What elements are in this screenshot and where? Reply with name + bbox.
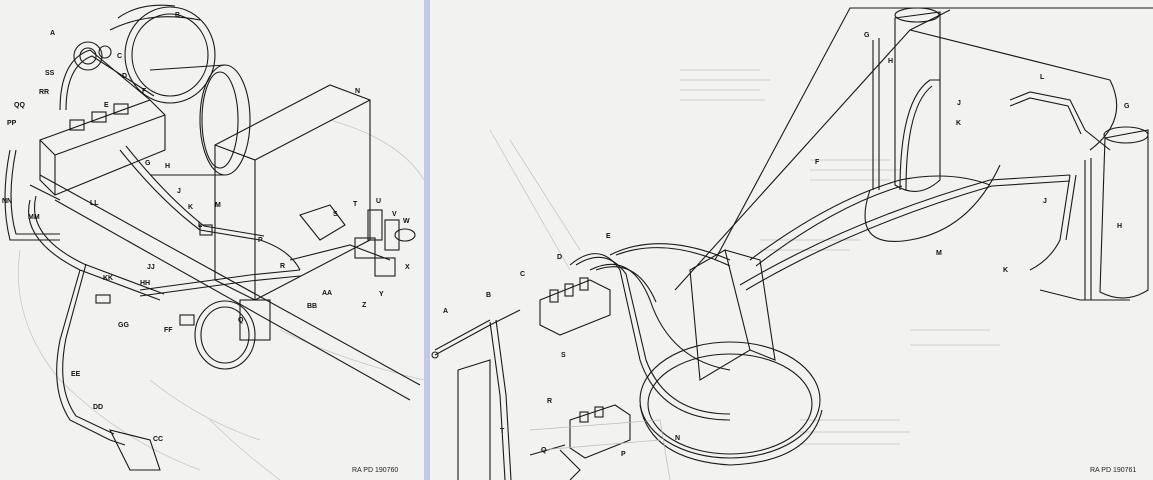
callout-label: D: [557, 254, 563, 261]
callout-label: L: [1040, 74, 1045, 81]
callout-label: J: [957, 100, 961, 107]
callout-label: JJ: [147, 264, 155, 271]
left-diagram-panel: A B C D E F G H J K L M N P Q R S T U V …: [0, 0, 424, 480]
callout-label: G: [145, 160, 151, 167]
callout-label: U: [376, 198, 382, 205]
callout-label: EE: [71, 371, 81, 378]
callout-label: V: [392, 211, 397, 218]
figure-id-right: RA PD 190761: [1090, 467, 1137, 474]
pump-q: [194, 300, 256, 370]
callout-label: BB: [307, 303, 318, 310]
callout-label: M: [936, 250, 942, 257]
callout-label: Y: [379, 291, 384, 298]
reel: [199, 64, 251, 176]
callout-label: H: [888, 58, 894, 65]
callout-label: SS: [45, 70, 55, 77]
callout-label: R: [547, 398, 553, 405]
fitting-cc: [108, 429, 161, 471]
callout-label: K: [188, 204, 194, 211]
callout-label: A: [50, 30, 56, 37]
callout-label: DD: [93, 404, 104, 411]
callout-label: W: [403, 218, 410, 225]
callout-label: QQ: [14, 102, 25, 109]
callout-label: Q: [238, 317, 244, 324]
boom: [714, 7, 1153, 261]
callout-label: H: [165, 163, 171, 170]
callout-label: K: [1003, 267, 1009, 274]
callout-label: R: [280, 263, 286, 270]
callout-label: S: [561, 352, 566, 359]
motor-a: [73, 41, 103, 71]
callout-label: J: [177, 188, 181, 195]
callout-label: FF: [164, 327, 173, 334]
valve-block-d: [539, 279, 611, 336]
callout-label: F: [142, 88, 147, 95]
turntable: [639, 341, 821, 459]
callout-label: Z: [362, 302, 367, 309]
callout-label: P: [621, 451, 626, 458]
callout-label: KK: [103, 275, 114, 282]
callout-label: X: [405, 264, 410, 271]
callout-label: T: [500, 428, 505, 435]
callout-label: LL: [90, 200, 99, 207]
callout-label: B: [486, 292, 492, 299]
valve-block-p: [569, 404, 631, 459]
callout-label: MM: [28, 214, 40, 221]
callout-label: T: [353, 201, 358, 208]
callout-label: PP: [7, 120, 17, 127]
callout-label: N: [355, 88, 361, 95]
callout-label: L: [198, 222, 203, 229]
callout-label: NN: [2, 198, 13, 205]
left-hydraulic-diagram: [4, 4, 424, 480]
figure-id-left: RA PD 190760: [352, 467, 399, 474]
callout-label: H: [1117, 223, 1123, 230]
callout-label: K: [956, 120, 962, 127]
cylinder-g-right: [1099, 129, 1149, 299]
callout-label: J: [1043, 198, 1047, 205]
callout-label: N: [675, 435, 681, 442]
callout-label: D: [122, 73, 128, 80]
callout-label: P: [258, 237, 263, 244]
callout-label: E: [606, 233, 611, 240]
callout-label: F: [815, 159, 820, 166]
right-diagram-panel: A B C D E F G G H H J J K K L M N P Q R …: [430, 0, 1153, 480]
callout-label: C: [520, 271, 526, 278]
callout-label: M: [215, 202, 221, 209]
drum-b: [124, 6, 216, 104]
callout-label: A: [443, 308, 449, 315]
callout-label: RR: [39, 89, 50, 96]
callout-label: B: [175, 12, 181, 19]
main-beam: [39, 174, 421, 386]
callout-label: Q: [541, 447, 547, 454]
callout-label: S: [333, 211, 338, 218]
callout-label: CC: [153, 436, 164, 443]
callout-label: E: [104, 102, 109, 109]
cylinder-g-upper: [894, 11, 941, 192]
right-hydraulic-diagram: [431, 7, 1153, 480]
callout-label: G: [1124, 103, 1130, 110]
callout-label: HH: [140, 280, 151, 287]
valve-v: [384, 219, 400, 251]
callout-label: GG: [118, 322, 129, 329]
callout-label: G: [864, 32, 870, 39]
callout-label: C: [117, 53, 123, 60]
callout-label: AA: [322, 290, 333, 297]
